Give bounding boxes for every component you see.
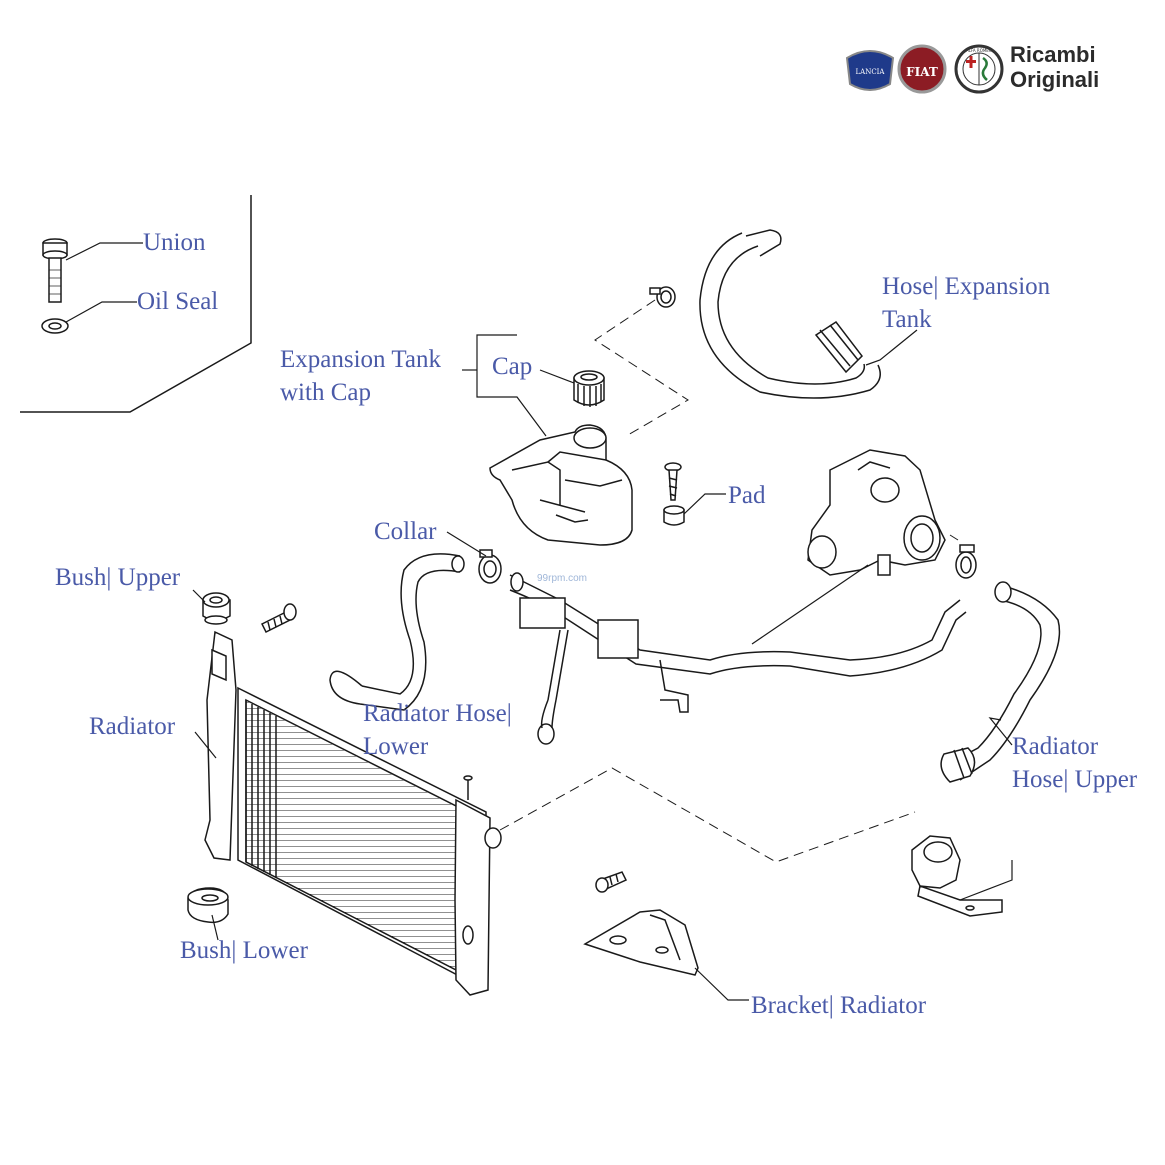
connection-lines xyxy=(499,299,959,863)
collar-clamp xyxy=(478,549,502,584)
coolant-pipe xyxy=(509,572,967,745)
watermark: 99rpm.com xyxy=(537,573,588,584)
inset-frame xyxy=(20,195,252,413)
label-radiator-hose-lower-line2: Lower xyxy=(363,733,429,760)
svg-text:ALFA ROMEO: ALFA ROMEO xyxy=(966,48,992,53)
expansion-tank xyxy=(489,424,633,546)
pad-screw xyxy=(664,462,682,501)
radiator xyxy=(204,630,502,996)
brand-title: Ricambi Originali xyxy=(1010,42,1099,92)
alfa-romeo-logo: ALFA ROMEO xyxy=(954,44,1004,94)
label-radiator-hose-lower-line1: Radiator Hose| xyxy=(363,700,512,727)
pad-grommet xyxy=(663,505,685,526)
label-cap: Cap xyxy=(492,353,533,380)
bracket-bolt xyxy=(595,871,628,893)
label-oil-seal: Oil Seal xyxy=(137,288,219,315)
svg-text:FIAT: FIAT xyxy=(906,65,938,79)
upper-hose-clamp xyxy=(955,544,977,579)
label-expansion-tank-line1: Expansion Tank xyxy=(280,346,441,373)
fiat-logo: FIAT xyxy=(897,44,947,94)
label-bush-lower: Bush| Lower xyxy=(180,937,308,964)
radiator-bracket xyxy=(583,909,699,976)
bush-upper xyxy=(202,592,231,625)
label-hose-expansion-line2: Tank xyxy=(882,306,932,333)
label-hose-expansion-line1: Hose| Expansion xyxy=(882,273,1051,300)
radiator-bolt xyxy=(260,603,297,634)
label-expansion-tank-line2: with Cap xyxy=(280,379,371,406)
expansion-tank-hose xyxy=(699,229,881,399)
bush-lower xyxy=(187,887,229,924)
union-bolt xyxy=(42,238,68,303)
svg-text:LANCIA: LANCIA xyxy=(855,68,885,76)
label-radiator-hose-upper-line1: Radiator xyxy=(1012,733,1099,760)
radiator-hose-lower xyxy=(329,553,465,711)
brand-line-1: Ricambi xyxy=(1010,42,1096,67)
right-mount-bracket xyxy=(911,835,1003,917)
label-bracket-radiator: Bracket| Radiator xyxy=(751,992,927,1019)
thermostat-housing xyxy=(807,449,946,576)
label-bush-upper: Bush| Upper xyxy=(55,564,181,591)
label-radiator: Radiator xyxy=(89,713,176,740)
brand-line-2: Originali xyxy=(1010,67,1100,92)
expansion-hose-clamp xyxy=(649,286,676,308)
label-union: Union xyxy=(143,229,206,256)
oil-seal-ring xyxy=(41,318,69,334)
expansion-cap xyxy=(573,370,605,407)
label-pad: Pad xyxy=(728,482,766,509)
leader-lines xyxy=(65,242,1013,1001)
label-radiator-hose-upper-line2: Hose| Upper xyxy=(1012,766,1138,793)
lancia-logo: LANCIA xyxy=(845,50,895,91)
label-collar: Collar xyxy=(374,518,437,545)
